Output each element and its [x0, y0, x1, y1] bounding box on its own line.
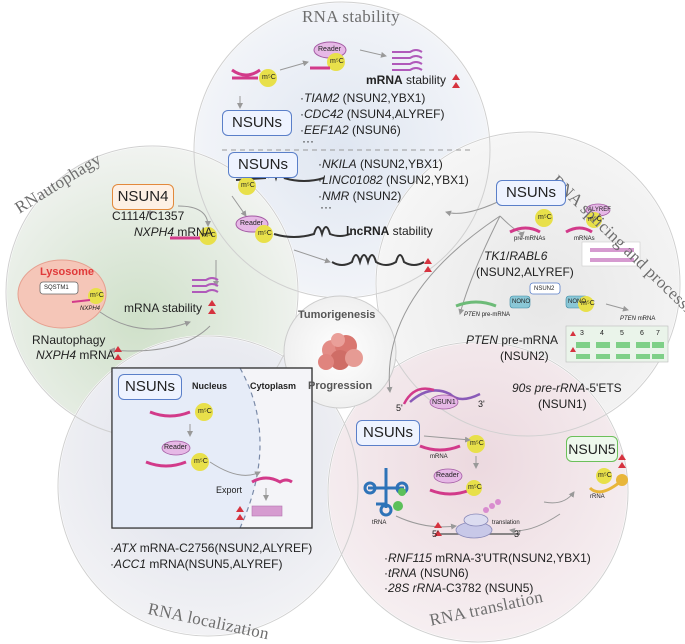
tumor-cluster-icon: [318, 333, 363, 370]
mrna-small-label: mRNA: [430, 454, 448, 460]
pten-pre-small-label: PTEN pre-mRNA: [464, 312, 511, 318]
nsuns-box-stability-lncrna: NSUNs: [228, 152, 298, 178]
m5c-label: m⁵C: [258, 230, 272, 237]
nsun5-box: NSUN5: [566, 436, 618, 462]
stability-lncrna-item: ·LINC01082 (NSUN2,YBX1): [318, 173, 469, 187]
three-prime-label: 3': [478, 399, 485, 409]
rnautophagy-label: RNautophagy: [32, 333, 106, 347]
nsuns-box-stability-mrna: NSUNs: [222, 110, 292, 136]
translation-item: ·RNF115 mRNA-3'UTR(NSUN2,YBX1): [384, 551, 591, 565]
exon-label: 5: [620, 330, 624, 337]
localization-item: ·ACC1 mRNA(NSUN5,ALYREF): [110, 557, 283, 571]
tk1-rabl6-nsun-label: (NSUN2,ALYREF): [476, 265, 574, 279]
translation-small-label: translation: [492, 520, 520, 526]
mrnas-label: mRNAs: [574, 236, 595, 242]
exon-label: 6: [640, 330, 644, 337]
exon-label: 3: [580, 330, 584, 337]
center-label-tumorigenesis: Tumorigenesis: [298, 309, 376, 321]
m5c-label: m⁵C: [90, 292, 104, 299]
m5c-label: m⁵C: [598, 472, 612, 479]
translation-item: ·28S rRNA-C3782 (NSUN5): [384, 581, 534, 595]
pre-mrnas-label: pre-mRNAs: [514, 236, 546, 242]
nxph4-mrna-label: NXPH4 mRNA: [134, 225, 213, 239]
cytoplasm-label: Cytoplasm: [250, 381, 297, 391]
mrna-stability-label: mRNA stability: [366, 73, 447, 87]
lysosome-label: Lysosome: [40, 266, 95, 278]
m5c-label: m⁵C: [470, 440, 484, 447]
pten-mrna-small-label: PTEN mRNA: [620, 316, 656, 322]
pten-nsun-label: (NSUN2): [500, 349, 549, 363]
reader-label: Reader: [240, 220, 263, 227]
m5c-label: m⁵C: [241, 182, 255, 189]
reader-label: Reader: [436, 472, 459, 479]
up-arrow-icon: [114, 74, 626, 536]
m5c-label: m⁵C: [581, 300, 595, 307]
nucleus-label: Nucleus: [192, 381, 228, 391]
m5c-label: m⁵C: [194, 458, 208, 465]
stability-mrna-item: ·TIAM2 (NSUN2,YBX1): [300, 91, 426, 105]
tk1-rabl6-label: TK1/RABL6: [484, 249, 548, 263]
mrna-stability-label: mRNA stability: [124, 301, 203, 315]
ets-nsun-label: (NSUN1): [538, 397, 587, 411]
cleavage-site-label: C1114/C1357: [112, 209, 185, 223]
trna-small-label: tRNA: [372, 520, 387, 526]
reader-label: Reader: [318, 46, 341, 53]
stability-lncrna-item: ·NKILA (NSUN2,YBX1): [318, 157, 443, 171]
m5c-label: m⁵C: [468, 484, 482, 491]
section-title-rna-stability: RNA stability: [302, 7, 400, 26]
sqstm1-label: SQSTM1: [44, 285, 69, 291]
nsuns-box-localization: NSUNs: [118, 374, 182, 400]
translation-item: ·tRNA (NSUN6): [384, 566, 469, 580]
rrna-small-label: rRNA: [590, 494, 605, 500]
nsuns-box-translation: NSUNs: [356, 420, 420, 446]
nsun2-small-label: NSUN2: [534, 286, 555, 292]
stability-lncrna-item: ·NMR (NSUN2): [318, 189, 402, 203]
stability-mrna-item: ·EEF1A2 (NSUN6): [300, 123, 401, 137]
exon-label: 4: [600, 330, 604, 337]
nono-label: NONO: [568, 299, 586, 305]
exon-label: 7: [656, 330, 660, 337]
stability-mrna-item: ·CDC42 (NSUN4,ALYREF): [300, 107, 445, 121]
nsun4-box: NSUN4: [112, 184, 174, 210]
export-label: Export: [216, 485, 243, 495]
reader-label: Reader: [164, 444, 187, 451]
nsun1-label: NSUN1: [432, 399, 456, 406]
nsuns-box-splicing: NSUNs: [496, 180, 566, 206]
nxph4-mrna-result-label: NXPH4 mRNA: [36, 348, 115, 362]
lncrna-stability-label: lncRNA stability: [346, 224, 433, 238]
m5c-label: m⁵C: [538, 214, 552, 221]
ets-label: 90s pre-rRNA-5'ETS: [512, 381, 622, 395]
m5c-label: m⁵C: [588, 216, 602, 223]
alyref-label: ALYREF: [588, 207, 611, 213]
five-prime-label: 5': [396, 403, 403, 413]
m5c-label: m⁵C: [202, 232, 216, 239]
pten-premrna-label: PTEN pre-mRNA: [466, 333, 559, 347]
m5c-label: m⁵C: [262, 74, 276, 81]
nxph4-small-label: NXPH4: [80, 306, 101, 312]
three-prime-label: 3': [514, 529, 521, 539]
m5c-label: m⁵C: [330, 58, 344, 65]
ellipsis-text: ···: [320, 200, 332, 214]
localization-item: ·ATX mRNA-C2756(NSUN2,ALYREF): [110, 541, 313, 555]
ellipsis-text: ···: [302, 134, 314, 148]
nono-label: NONO: [512, 299, 530, 305]
m5c-label: m⁵C: [198, 408, 212, 415]
five-prime-label: 5': [432, 529, 439, 539]
center-label-progression: Progression: [308, 380, 373, 392]
